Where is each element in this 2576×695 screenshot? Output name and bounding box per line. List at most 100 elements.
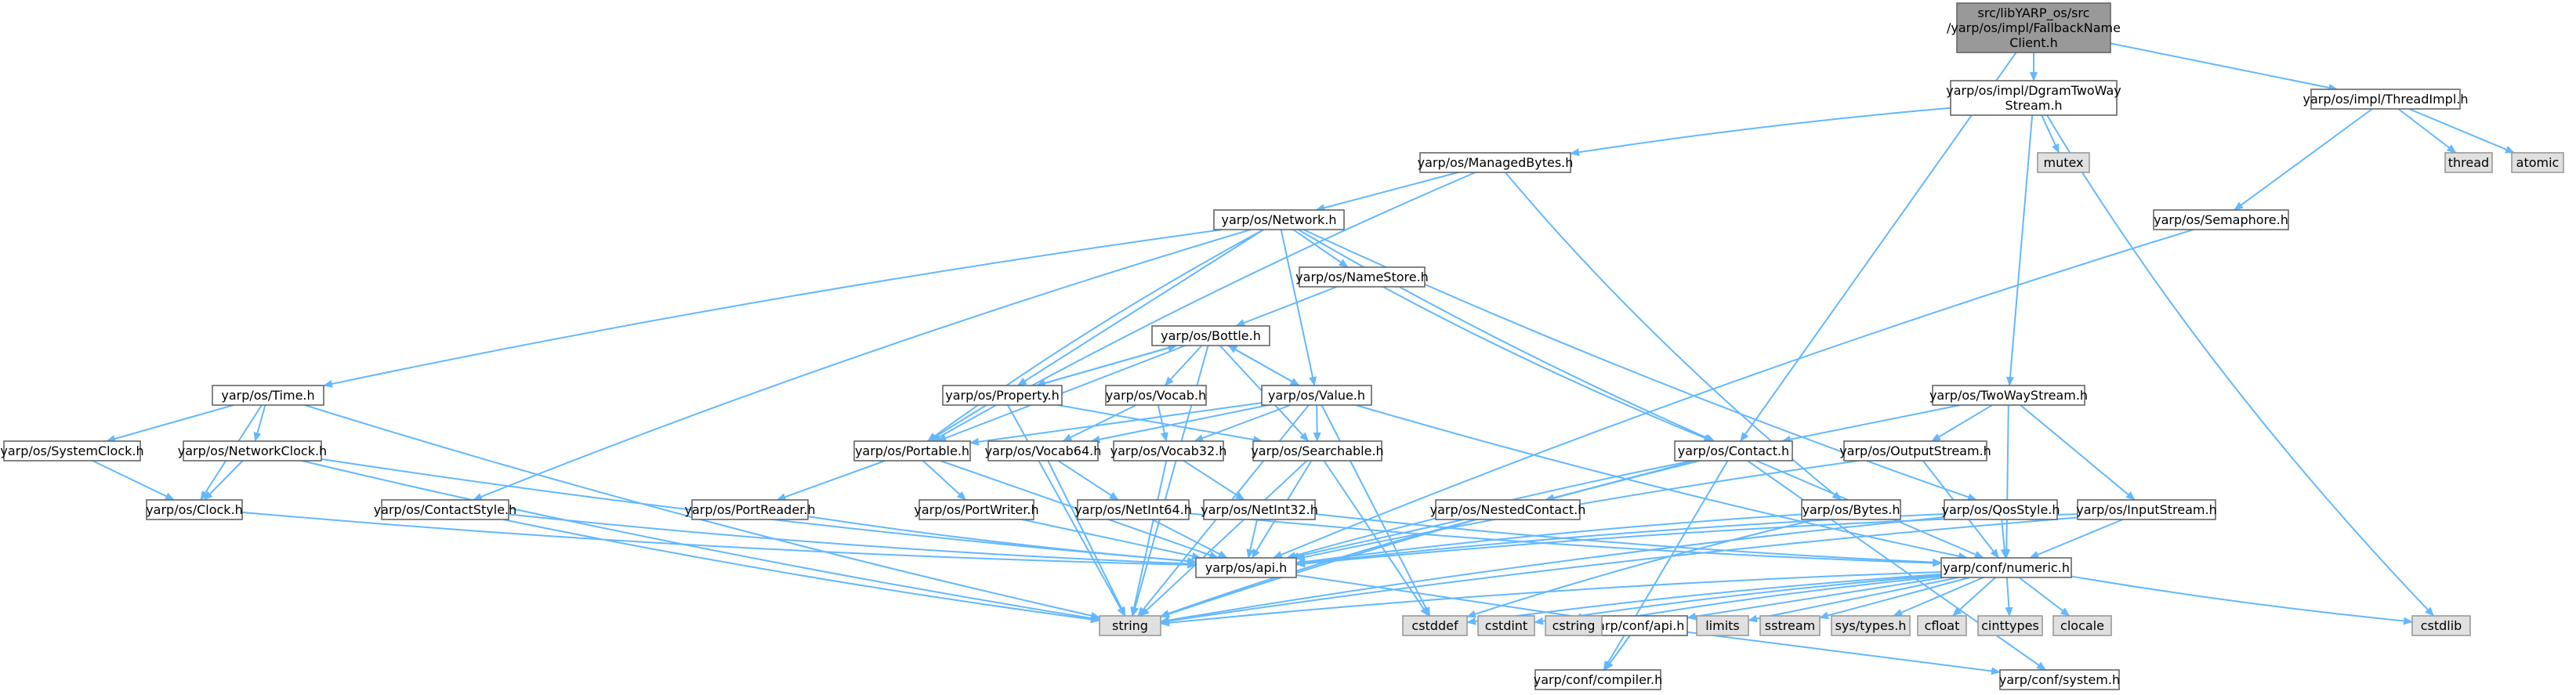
edge-bytes-to-cstddef — [1466, 519, 1817, 618]
node-value[interactable]: yarp/os/Value.h — [1261, 385, 1372, 406]
node-box — [1956, 2, 2111, 53]
node-qosstyle[interactable]: yarp/os/QosStyle.h — [1941, 499, 2060, 520]
node-system[interactable]: yarp/conf/system.h — [1999, 669, 2120, 690]
node-label: yarp/conf/system.h — [1999, 672, 2120, 687]
node-box — [1586, 615, 1688, 636]
edge-inputstream-to-numeric — [2029, 519, 2124, 559]
edge-numeric-to-cstdint — [1534, 574, 1942, 625]
node-box — [918, 499, 1034, 520]
node-label: yarp/conf/api.h — [1590, 618, 1685, 633]
node-label: yarp/os/TwoWayStream.h — [1929, 388, 2088, 403]
node-twowaystream[interactable]: yarp/os/TwoWayStream.h — [1929, 385, 2088, 406]
edge-twowaystream-to-contact — [1781, 404, 1961, 443]
node-portreader[interactable]: yarp/os/PortReader.h — [684, 499, 816, 520]
edge-vocab64-to-string — [1047, 460, 1126, 617]
node-netint32[interactable]: yarp/os/NetInt32.h — [1201, 499, 1318, 520]
node-sstream: sstream — [1759, 615, 1821, 636]
node-label: yarp/os/Vocab.h — [1106, 388, 1206, 403]
edge-semaphore-to-api — [1273, 229, 2194, 559]
node-vocab[interactable]: yarp/os/Vocab.h — [1105, 385, 1207, 406]
node-semaphore[interactable]: yarp/os/Semaphore.h — [2153, 209, 2289, 230]
node-box — [212, 385, 324, 406]
node-label: cfloat — [1925, 618, 1960, 633]
node-property[interactable]: yarp/os/Property.h — [942, 385, 1063, 406]
node-box — [1534, 669, 1661, 690]
node-time[interactable]: yarp/os/Time.h — [212, 385, 324, 406]
node-box — [2077, 499, 2216, 520]
edge-portwriter-to-api — [1021, 519, 1201, 560]
node-portwriter[interactable]: yarp/os/PortWriter.h — [914, 499, 1039, 520]
edge-qosstyle-to-string — [1160, 516, 1945, 624]
node-threadimpl[interactable]: yarp/os/impl/ThreadImpl.h — [2302, 89, 2469, 110]
node-box — [853, 440, 971, 462]
node-bytes[interactable]: yarp/os/Bytes.h — [1801, 499, 1901, 520]
edge-numeric-to-limits — [1748, 577, 1959, 623]
node-label: src/libYARP_os/src — [1978, 5, 2090, 21]
edge-twowaystream-to-outputstream — [1931, 404, 1993, 442]
edge-vocab-to-vocab64 — [1062, 404, 1137, 442]
node-box — [1950, 80, 2118, 116]
edge-threadimpl-to-atomic — [2408, 108, 2515, 154]
node-systemclock[interactable]: yarp/os/SystemClock.h — [0, 440, 144, 462]
edge-property-to-bottle — [1036, 344, 1178, 386]
edge-numeric-to-systypes — [1893, 577, 1984, 617]
node-box — [1203, 499, 1316, 520]
edge-property-to-portable — [927, 404, 987, 442]
node-root: src/libYARP_os/src/yarp/os/impl/Fallback… — [1947, 2, 2121, 53]
edge-network-to-portable — [927, 229, 1264, 442]
edge-dgram-to-managedbytes — [1570, 107, 1951, 157]
node-numeric[interactable]: yarp/conf/numeric.h — [1940, 557, 2072, 578]
node-compiler[interactable]: yarp/conf/compiler.h — [1534, 669, 1663, 690]
node-label: yarp/os/Property.h — [945, 388, 1060, 403]
edge-contactstyle-to-string — [502, 519, 1100, 624]
node-label: yarp/os/NetInt64.h — [1074, 502, 1192, 517]
edge-confapi-to-compiler — [1604, 635, 1631, 671]
node-label: Client.h — [2009, 35, 2058, 50]
node-namestore[interactable]: yarp/os/NameStore.h — [1295, 266, 1429, 288]
node-box — [3, 440, 141, 462]
node-contactstyle[interactable]: yarp/os/ContactStyle.h — [374, 499, 517, 520]
node-nestedcontact[interactable]: yarp/os/NestedContact.h — [1430, 499, 1586, 520]
node-clock[interactable]: yarp/os/Clock.h — [146, 499, 243, 520]
node-box — [1831, 615, 1911, 636]
node-label: yarp/os/Semaphore.h — [2154, 212, 2288, 227]
node-atomic: atomic — [2511, 152, 2564, 173]
node-network[interactable]: yarp/os/Network.h — [1213, 209, 1345, 230]
node-cinttypes: cinttypes — [1977, 615, 2043, 636]
node-cfloat: cfloat — [1917, 615, 1967, 636]
node-inputstream[interactable]: yarp/os/InputStream.h — [2076, 499, 2217, 520]
node-box — [1195, 557, 1297, 578]
edge-namestore-to-contact — [1382, 286, 1714, 442]
node-box — [1801, 499, 1901, 520]
node-managedbytes[interactable]: yarp/os/ManagedBytes.h — [1418, 152, 1574, 173]
node-api[interactable]: yarp/os/api.h — [1195, 557, 1297, 578]
edge-property-to-string — [1007, 404, 1125, 617]
node-box — [1105, 385, 1207, 406]
node-label: yarp/os/ManagedBytes.h — [1418, 155, 1574, 170]
edge-namestore-to-bottle — [1235, 286, 1338, 327]
node-confapi[interactable]: yarp/conf/api.h — [1586, 615, 1688, 636]
node-label: yarp/os/PortReader.h — [684, 502, 815, 517]
edge-numeric-to-cstring — [1601, 575, 1942, 624]
node-box — [1696, 615, 1749, 636]
node-vocab64[interactable]: yarp/os/Vocab64.h — [985, 440, 1102, 462]
node-contact[interactable]: yarp/os/Contact.h — [1674, 440, 1793, 462]
edge-portable-to-portwriter — [922, 460, 967, 501]
node-vocab32[interactable]: yarp/os/Vocab32.h — [1110, 440, 1227, 462]
node-netint64[interactable]: yarp/os/NetInt64.h — [1074, 499, 1192, 520]
node-portable[interactable]: yarp/os/Portable.h — [853, 440, 971, 462]
node-label: yarp/os/Time.h — [221, 388, 314, 403]
node-systypes: sys/types.h — [1831, 615, 1911, 636]
node-networkclock[interactable]: yarp/os/NetworkClock.h — [178, 440, 327, 462]
node-box — [1299, 266, 1426, 288]
node-searchable[interactable]: yarp/os/Searchable.h — [1251, 440, 1384, 462]
node-box — [2037, 152, 2090, 173]
node-cstring: cstring — [1545, 615, 1603, 636]
edge-network-to-contactstyle — [473, 229, 1252, 501]
node-label: yarp/os/Vocab64.h — [985, 443, 1102, 458]
node-box — [1932, 385, 2085, 406]
node-bottle[interactable]: yarp/os/Bottle.h — [1151, 325, 1270, 346]
node-outputstream[interactable]: yarp/os/OutputStream.h — [1839, 440, 1991, 462]
node-label: yarp/os/Clock.h — [146, 502, 243, 517]
